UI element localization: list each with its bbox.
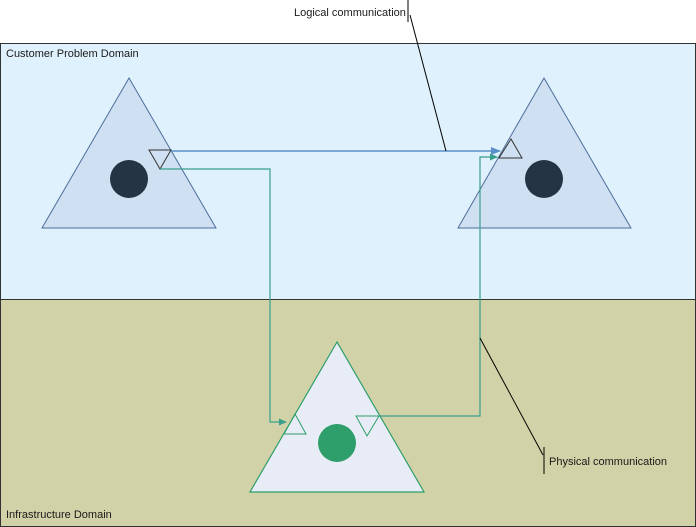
right-customer-port bbox=[498, 138, 523, 159]
customer-domain-label: Customer Problem Domain bbox=[6, 48, 139, 60]
physical-communication-label: Physical communication bbox=[549, 456, 667, 468]
left-customer-node-core bbox=[110, 160, 148, 198]
infrastructure-node-core bbox=[318, 424, 356, 462]
right-customer-node-core bbox=[525, 160, 563, 198]
infrastructure-output-port bbox=[355, 415, 380, 438]
physical-path-up bbox=[379, 153, 498, 417]
left-customer-node-triangle bbox=[41, 77, 217, 229]
infrastructure-domain-label: Infrastructure Domain bbox=[6, 509, 112, 521]
left-customer-port bbox=[148, 149, 172, 170]
infrastructure-input-port bbox=[283, 412, 307, 435]
right-customer-node-triangle bbox=[457, 76, 632, 229]
physical-callout-line bbox=[479, 337, 544, 456]
physical-path-down bbox=[160, 168, 287, 426]
logical-callout-line bbox=[409, 14, 447, 152]
logical-communication-label: Logical communication bbox=[294, 7, 406, 19]
